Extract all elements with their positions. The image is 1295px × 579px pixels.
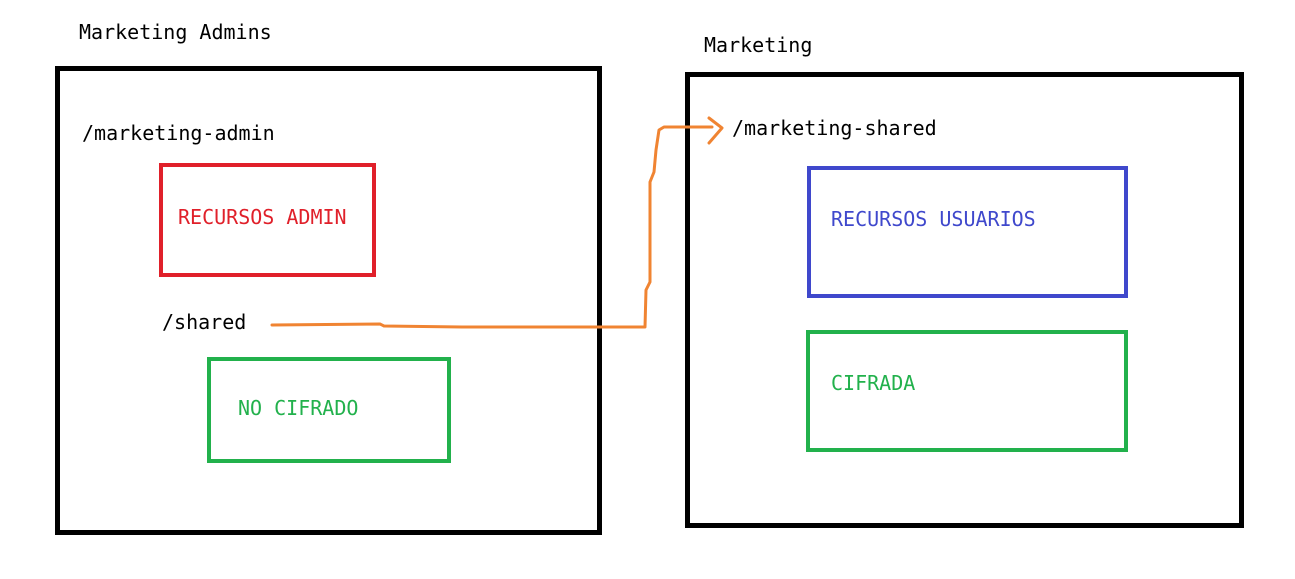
user-resources-label: RECURSOS USUARIOS [831,207,1036,231]
admin-resources-box [159,163,376,277]
user-resources-box [807,166,1128,298]
admins-path-label: /marketing-admin [82,121,275,145]
marketing-shared-path-label: /marketing-shared [732,116,937,140]
admins-group-title: Marketing Admins [79,20,272,44]
encrypted-box [806,330,1128,452]
encrypted-label: CIFRADA [831,371,916,395]
unencrypted-label: NO CIFRADO [238,396,359,420]
link-arrow-head [707,116,724,145]
shared-subpath-label: /shared [162,310,247,334]
link-arrow-line [270,125,714,329]
admin-resources-label: RECURSOS ADMIN [178,205,347,229]
unencrypted-box [207,357,451,463]
admins-group-container [55,66,602,535]
marketing-group-title: Marketing [704,33,813,57]
marketing-group-container [685,72,1244,528]
